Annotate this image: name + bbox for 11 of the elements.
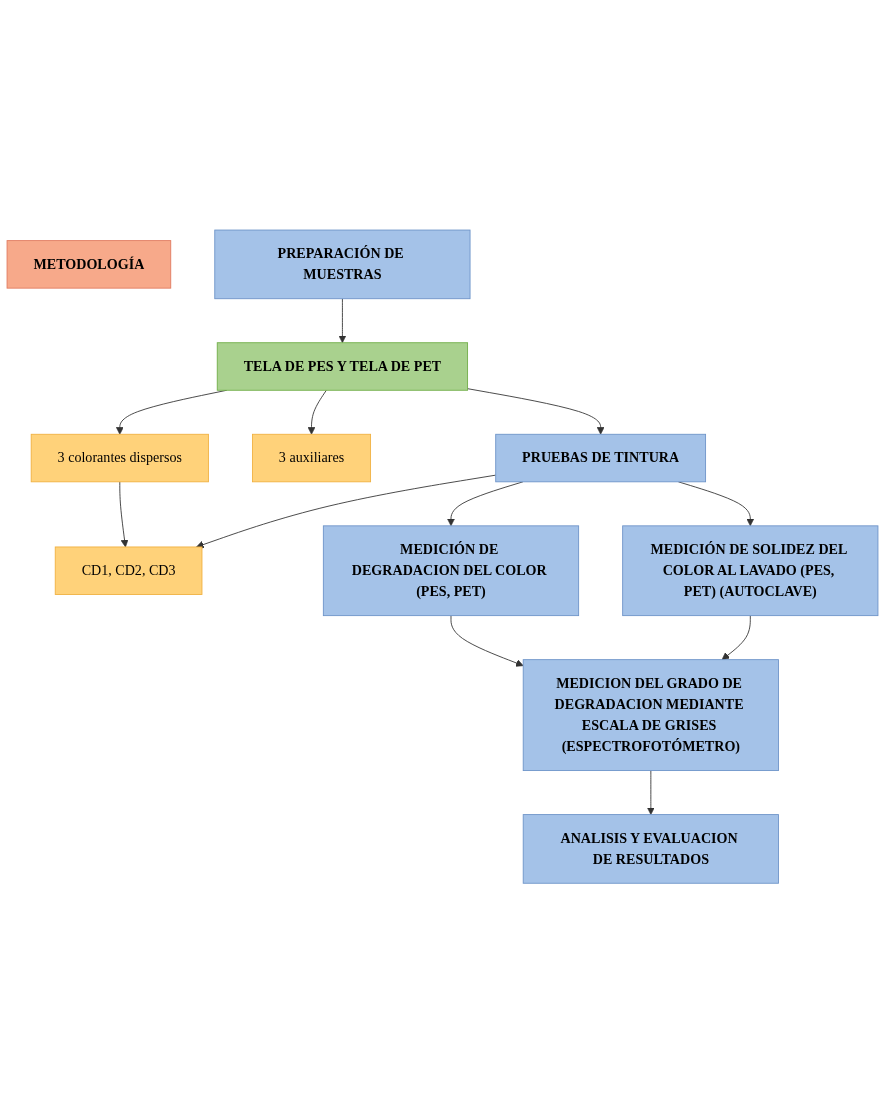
node-box: 3 auxiliares	[252, 434, 371, 483]
node-box: MEDICIÓN DE SOLIDEZ DEL COLOR AL LAVADO (PES, PET) (AUTOCLAVE)	[622, 525, 879, 617]
node-box: 3 colorantes dispersos	[30, 434, 209, 483]
node-box: TELA DE PES Y TELA DE PET	[216, 342, 469, 392]
node-box: MEDICIÓN DE DEGRADACION DEL COLOR (PES, PET)	[322, 525, 580, 617]
node-box: METODOLOGÍA	[6, 240, 172, 289]
node-box: ANALISIS Y EVALUACION DE RESULTADOS	[522, 814, 779, 885]
node-box: PREPARACIÓN DE MUESTRAS	[214, 229, 471, 300]
node-box: MEDICION DEL GRADO DE DEGRADACION MEDIANTE ESCALA DE GRISES (ESPECTROFOTÓMETRO)	[522, 659, 779, 772]
node-box: PRUEBAS DE TINTURA	[495, 434, 707, 483]
node-box: CD1, CD2, CD3	[54, 546, 203, 596]
